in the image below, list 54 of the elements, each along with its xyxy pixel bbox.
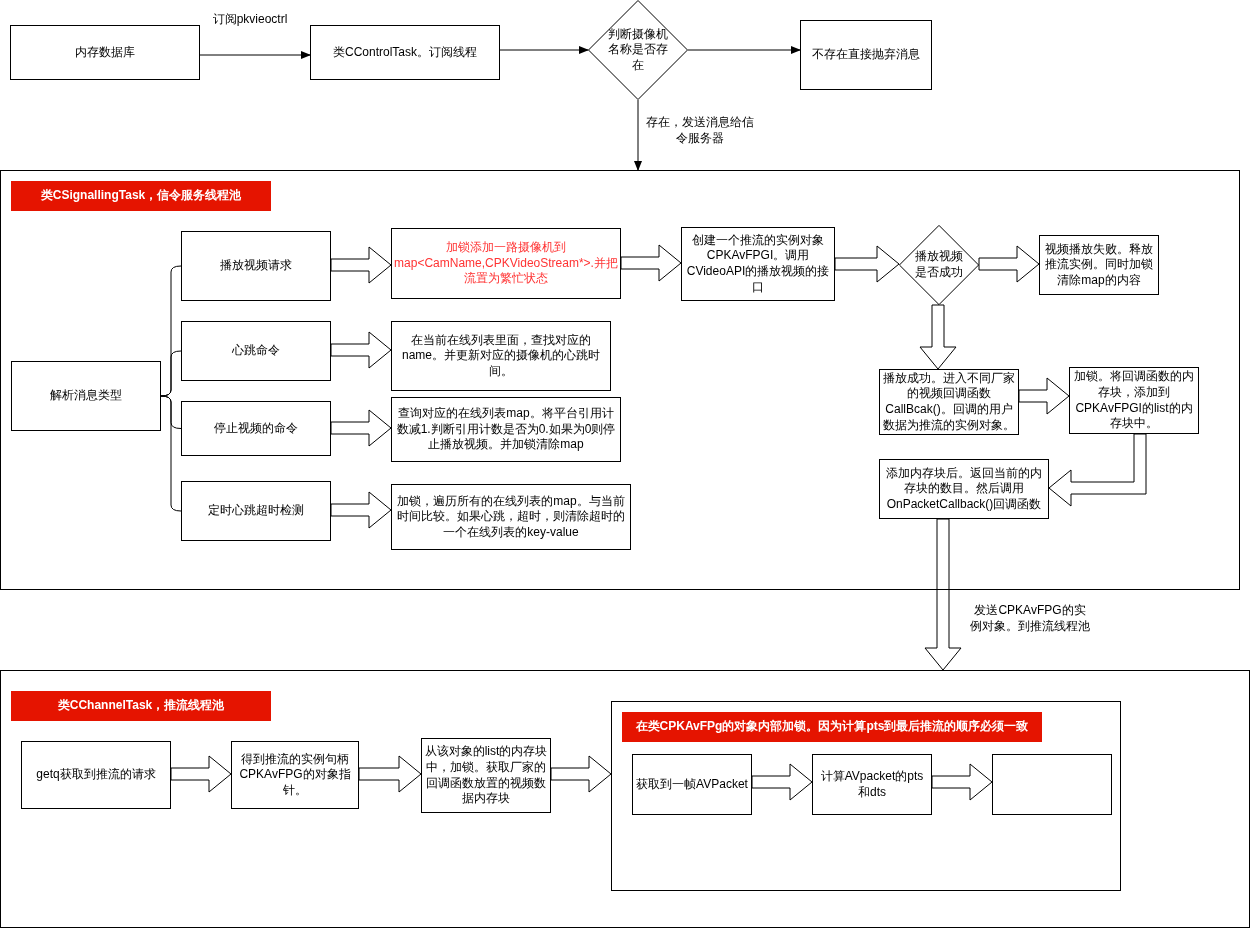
container-panel — [0, 670, 1250, 928]
arrow — [687, 46, 801, 54]
block-arrow — [834, 245, 900, 283]
process-box: 加锁。将回调函数的内存块，添加到CPKAvFPGI的list的内存块中。 — [1069, 367, 1199, 434]
heading-banner: 在类CPKAvFPg的对象内部加锁。因为计算pts到最后推流的顺序必须一致 — [622, 712, 1042, 742]
process-box: 创建一个推流的实例对象CPKAvFPGI。调用CVideoAPI的播放视频的接口 — [681, 227, 835, 301]
process-box: 从该对象的list的内存块中，加锁。获取厂家的回调函数放置的视频数据内存块 — [421, 738, 551, 813]
block-arrow — [1048, 433, 1147, 507]
process-box: 在当前在线列表里面，查找对应的name。并更新对应的摄像机的心跳时间。 — [391, 321, 611, 391]
process-box — [992, 754, 1112, 815]
process-box: 心跳命令 — [181, 321, 331, 381]
process-box: 类CControlTask。订阅线程 — [310, 25, 500, 80]
arrow — [634, 99, 642, 171]
process-box: 查询对应的在线列表map。将平台引用计数减1.判断引用计数是否为0.如果为0则停止播放视频。并加锁清除map — [391, 397, 621, 462]
block-arrow — [358, 755, 422, 793]
container-panel — [0, 170, 1240, 590]
process-box: 停止视频的命令 — [181, 401, 331, 456]
block-arrow — [330, 246, 392, 284]
block-arrow — [751, 763, 813, 801]
edge-label: 存在，发送消息给信令服务器 — [645, 115, 755, 147]
arrow — [199, 51, 311, 59]
process-box: 计算AVpacket的pts和dts — [812, 754, 932, 815]
process-box: 播放成功。进入不同厂家的视频回调函数CallBcak()。回调的用户数据为推流的实例对象。 — [879, 369, 1019, 435]
process-box: 获取到一帧AVPacket — [632, 754, 752, 815]
block-arrow — [330, 331, 392, 369]
block-arrow — [924, 518, 962, 671]
heading-banner: 类CChannelTask，推流线程池 — [11, 691, 271, 721]
block-arrow — [550, 755, 612, 793]
block-arrow — [620, 244, 682, 282]
process-box: 解析消息类型 — [11, 361, 161, 431]
process-box: 加锁，遍历所有的在线列表的map。与当前时间比较。如果心跳，超时，则清除超时的一个在线列表的key-value — [391, 484, 631, 550]
brace-line — [160, 350, 182, 397]
block-arrow — [170, 755, 232, 793]
block-arrow — [1018, 377, 1070, 415]
block-arrow — [919, 304, 957, 370]
process-box: 定时心跳超时检测 — [181, 481, 331, 541]
edge-label: 发送CPKAvFPG的实例对象。到推流线程池 — [970, 603, 1090, 635]
process-box: 播放视频请求 — [181, 231, 331, 301]
process-box: 添加内存块后。返回当前的内存块的数目。然后调用OnPacketCallback()回调函数 — [879, 459, 1049, 519]
process-box: 视频播放失败。释放推流实例。同时加锁清除map的内容 — [1039, 235, 1159, 295]
container-panel — [611, 701, 1121, 891]
decision-diamond: 判断摄像机名称是否存在 — [588, 0, 688, 100]
process-box: getq获取到推流的请求 — [21, 741, 171, 809]
decision-diamond: 播放视频是否成功 — [899, 225, 979, 305]
process-box: 内存数据库 — [10, 25, 200, 80]
block-arrow — [330, 491, 392, 529]
block-arrow — [978, 245, 1040, 283]
block-arrow — [330, 409, 392, 447]
process-box: 加锁添加一路摄像机到map<CamName,CPKVideoStream*>.并把流置为繁忙状态 — [391, 228, 621, 299]
arrow — [499, 46, 589, 54]
process-box: 得到推流的实例句柄CPKAvFPG的对象指针。 — [231, 741, 359, 809]
process-box: 不存在直接抛弃消息 — [800, 20, 932, 90]
block-arrow — [931, 763, 993, 801]
heading-banner: 类CSignallingTask，信令服务线程池 — [11, 181, 271, 211]
